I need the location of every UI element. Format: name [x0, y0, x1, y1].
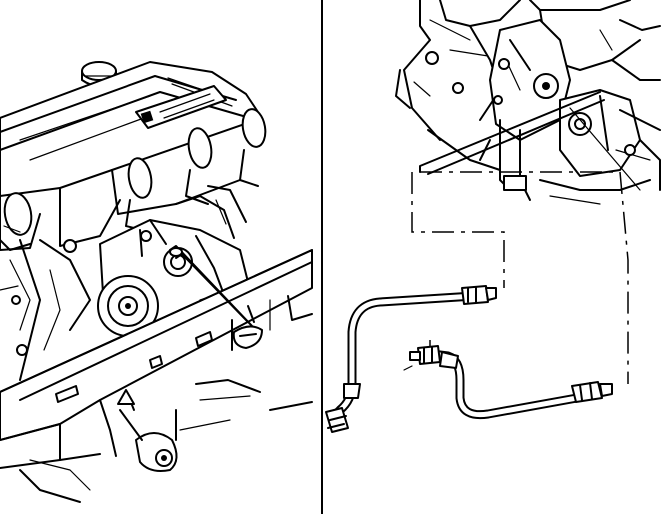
exhaust-manifold	[175, 185, 247, 239]
hose-clip	[232, 305, 263, 349]
hose-line-left	[169, 245, 253, 327]
hose-leader	[403, 365, 413, 371]
pressure-hose	[325, 285, 497, 433]
lower-chassis	[19, 379, 313, 503]
frame-rail	[0, 249, 313, 469]
motor-mount	[117, 389, 178, 472]
valve-cover	[0, 61, 263, 197]
hose-line-engine	[419, 91, 641, 191]
left-panel-engine-view	[0, 61, 313, 503]
engine-block-lower	[0, 169, 241, 381]
engine-front-cover	[479, 19, 571, 201]
return-hose	[409, 345, 613, 420]
spark-plug-towers	[3, 108, 267, 236]
valve-cover-end	[0, 225, 31, 251]
right-panel-engine-view	[325, 0, 661, 433]
oil-filler-cap	[81, 61, 117, 87]
